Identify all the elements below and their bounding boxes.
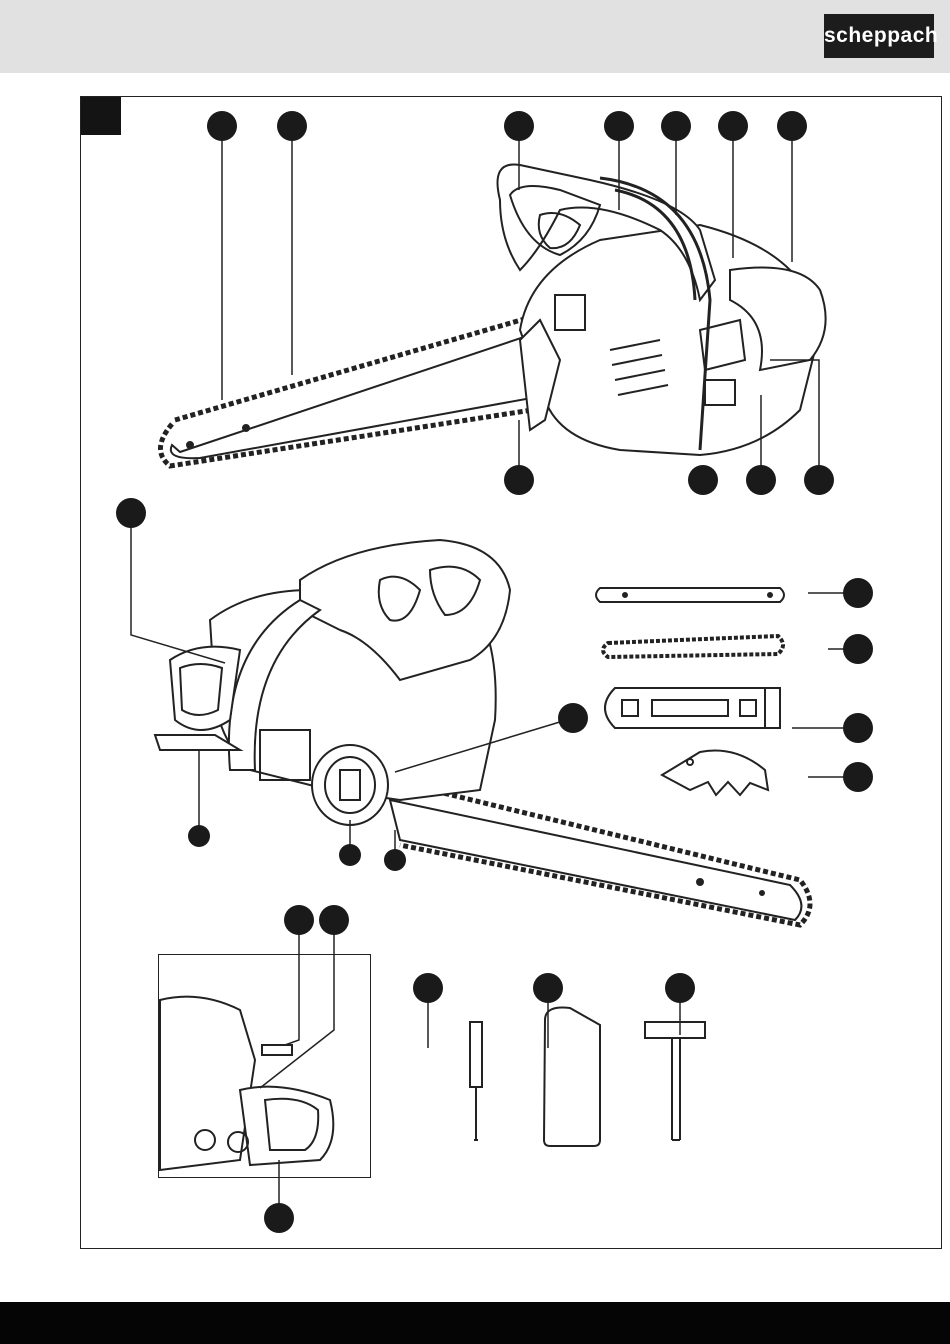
callout-marker <box>284 905 314 935</box>
callout-marker <box>558 703 588 733</box>
callout-marker <box>116 498 146 528</box>
footer-band <box>0 1302 950 1344</box>
callout-marker <box>504 465 534 495</box>
inset-detail-illustration <box>160 997 333 1170</box>
tool-oil-bottle <box>544 1008 600 1147</box>
accessory-guide-bar <box>596 588 784 602</box>
callout-marker <box>188 825 210 847</box>
accessory-saw-chain <box>603 636 783 657</box>
tool-combination-spanner <box>645 1022 705 1140</box>
callout-marker <box>665 973 695 1003</box>
callout-marker <box>843 713 873 743</box>
tool-screwdriver <box>470 1022 482 1140</box>
callout-marker <box>804 465 834 495</box>
callout-marker <box>843 634 873 664</box>
callout-marker <box>504 111 534 141</box>
callout-marker <box>384 849 406 871</box>
callout-marker <box>604 111 634 141</box>
accessory-bar-cover <box>605 688 780 728</box>
accessory-bumper-spike <box>662 750 768 795</box>
callout-marker <box>264 1203 294 1233</box>
callout-marker <box>777 111 807 141</box>
guide-bar-top <box>171 335 548 458</box>
callout-marker <box>413 973 443 1003</box>
callout-marker <box>533 973 563 1003</box>
callout-marker <box>843 578 873 608</box>
callout-marker <box>277 111 307 141</box>
chainsaw-top-view <box>160 164 825 466</box>
callout-marker <box>319 905 349 935</box>
callout-marker <box>688 465 718 495</box>
callout-marker <box>746 465 776 495</box>
callout-marker <box>661 111 691 141</box>
callout-marker <box>339 844 361 866</box>
callout-marker <box>843 762 873 792</box>
callout-marker <box>207 111 237 141</box>
callout-marker <box>718 111 748 141</box>
chainsaw-bottom-view <box>155 540 810 925</box>
guide-bar-bottom <box>390 800 801 920</box>
